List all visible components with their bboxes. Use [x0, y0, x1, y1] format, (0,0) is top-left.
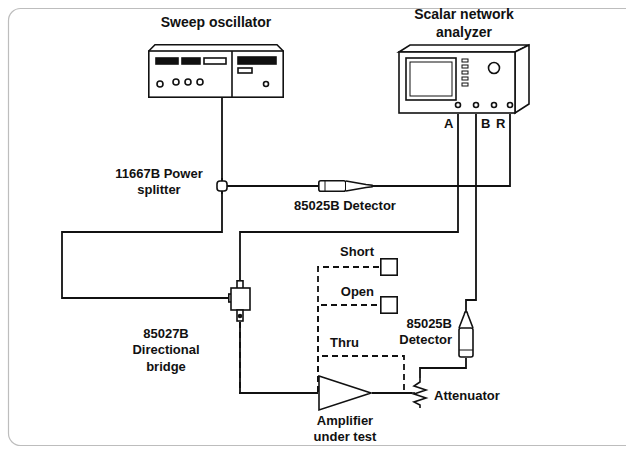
- device-label: Attenuator: [434, 388, 524, 404]
- device-label: 85027B Directional bridge: [118, 326, 214, 375]
- short-standard-shape: [380, 258, 398, 276]
- power-splitter-shape: [214, 178, 230, 194]
- directional-bridge-shape: [228, 280, 252, 322]
- open-standard-shape: [380, 296, 398, 314]
- device-label: Short: [318, 244, 374, 260]
- cable: [221, 98, 223, 178]
- cable: [372, 392, 412, 394]
- device-label: 85025B Detector: [384, 316, 452, 349]
- amplifier-under-test-shape: [318, 375, 372, 411]
- connection-label: Thru: [328, 335, 361, 351]
- cable: [62, 194, 228, 298]
- attenuator: Attenuator: [412, 378, 428, 408]
- device-label: Sweep oscillator: [128, 14, 304, 32]
- cable: [420, 358, 466, 378]
- device-label: 11667B Power splitter: [110, 166, 208, 199]
- sweep-oscillator: Sweep oscillator: [148, 44, 284, 98]
- open-standard: Open: [380, 296, 398, 314]
- amplifier-under-test: Amplifier under test: [318, 375, 372, 411]
- network-analyzer-shape: [398, 44, 530, 114]
- device-label: 85025B Detector: [285, 198, 405, 214]
- directional-bridge: 85027B Directional bridge: [228, 280, 252, 322]
- detector-shape: [318, 180, 372, 192]
- cable: [230, 185, 318, 187]
- short-standard: Short: [380, 258, 398, 276]
- alternate-connection: [240, 305, 380, 393]
- detector-shape: [458, 312, 474, 358]
- detector: 85025B Detector: [458, 312, 474, 358]
- cable: [372, 114, 510, 186]
- detector: 85025B Detector: [318, 180, 372, 192]
- device-label: Amplifier under test: [300, 413, 390, 446]
- power-splitter: 11667B Power splitter: [214, 178, 230, 194]
- frame-border: [9, 9, 626, 446]
- alternate-connection: [240, 267, 380, 393]
- device-label: Open: [318, 284, 374, 300]
- input-port-label: B: [481, 116, 490, 132]
- sweep-oscillator-shape: [148, 44, 284, 98]
- cable: [240, 322, 318, 393]
- attenuator-shape: [412, 378, 428, 408]
- input-port-label: A: [444, 116, 453, 132]
- device-label: Scalar network analyzer: [398, 6, 530, 41]
- input-port-label: R: [496, 116, 505, 132]
- cable: [240, 114, 458, 280]
- cable: [466, 114, 476, 312]
- network-analyzer: Scalar network analyzer: [398, 44, 530, 114]
